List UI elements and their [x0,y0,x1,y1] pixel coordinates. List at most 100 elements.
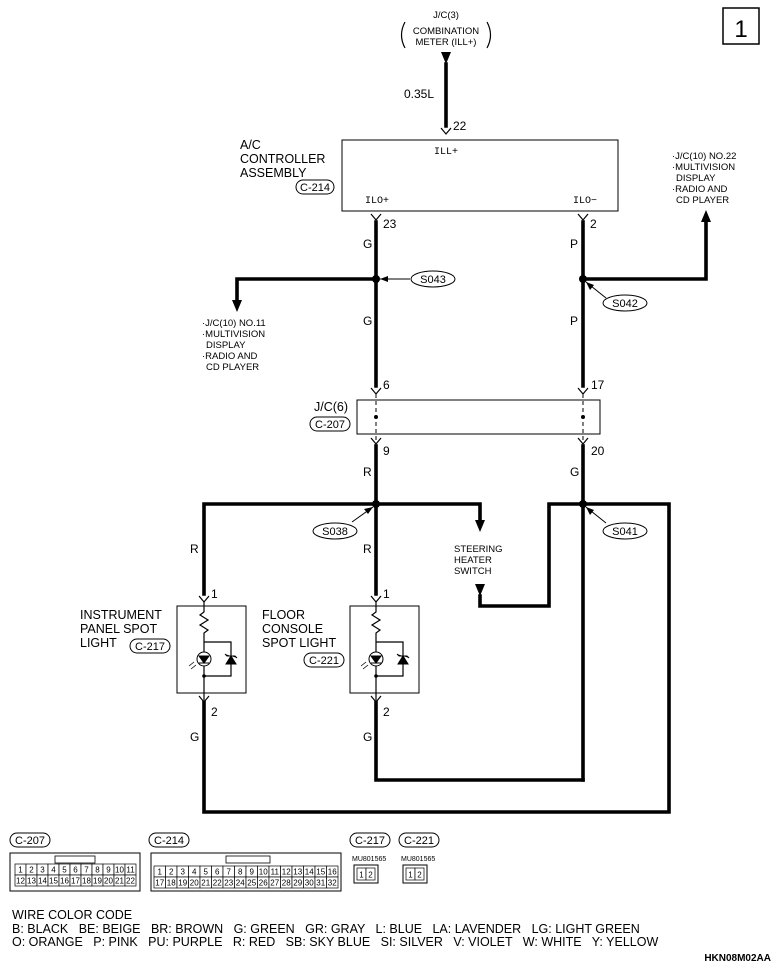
c207-cell-label: 10 [115,866,124,875]
splice-dot-s038 [372,500,380,508]
c207-cell-label: 18 [82,877,91,886]
inst-connector-label: C-217 [135,641,165,653]
c214-cell-label: 28 [282,879,291,888]
arrow-s043-branch [232,300,242,312]
connector-mark-20 [577,437,589,445]
floor-light-box [349,605,420,694]
jc6-box [356,399,601,435]
wire-size-label: 0.35L [404,87,434,101]
c214-cell-label: 11 [271,868,280,877]
c214-cell [326,876,339,889]
pin-9: 9 [383,444,390,458]
splice-oval-s041 [602,522,648,540]
pin-17: 17 [591,378,605,392]
c214-title: C-214 [154,835,184,847]
top-source-bracket-left [400,21,406,49]
c214-cell-label: 13 [293,868,302,877]
inst-light-box [176,605,247,694]
jc6-dot-right [581,415,585,419]
ref-left-line1: ·J/C(10) NO.11 [202,318,266,329]
leader-s043-arrowhead [380,276,388,282]
c214-cell-label: 6 [215,868,220,877]
pin-2-ac: 2 [590,217,597,231]
c214-cell-label: 17 [155,879,164,888]
connector-mark-2 [577,213,589,221]
c207-cell-label: 4 [51,866,56,875]
wire-color-r-2: R [190,542,199,556]
c214-cell-label: 16 [328,868,337,877]
jc6-connector-label: C-207 [315,419,345,431]
c221-cell [414,867,425,881]
c207-cell-label: 2 [29,866,34,875]
floor-label-line1: FLOOR [262,608,305,622]
c214-cell-label: 22 [213,879,222,888]
figure-code: HKN08M02AA [704,953,771,964]
floor-label-line2: CONSOLE [262,622,323,636]
c214-latch [225,855,271,864]
splice-oval-s042 [602,294,648,312]
splice-label-s043: S043 [420,274,446,286]
c217-cell-label: 2 [368,871,373,880]
wire-s043-branch [235,277,378,302]
c214-cell-label: 18 [167,879,176,888]
c214-cell-label: 27 [270,879,279,888]
floor-pin-1: 1 [383,587,390,601]
ac-connector-label: C-214 [300,182,330,194]
wire-color-r-1: R [363,465,372,479]
c214-oval [148,832,190,848]
floor-junction-bottom [374,674,378,678]
c217-cell-label: 1 [359,871,364,880]
c207-cell-label: 8 [95,866,100,875]
wire-s038-bus [202,502,482,596]
pin-22: 22 [453,119,467,133]
connector-mark-1-inst [198,595,210,603]
c214-cell-label: 25 [247,879,256,888]
jc6-connector-oval [309,416,351,432]
wire-g-floor-bottom [374,700,585,782]
c221-cell-label: 1 [408,871,413,880]
jc6-dot-left [374,415,378,419]
splice-label-s038: S038 [322,526,348,538]
c207-latch [54,855,96,864]
ac-label-line2: CONTROLLER [240,152,325,166]
steering-line1: STEERING [454,544,503,555]
splice-oval-s038 [312,522,358,540]
c214-cell-label: 21 [201,879,210,888]
c217-title: C-217 [355,835,385,847]
c214-cell-label: 20 [190,879,199,888]
arrow-ill-top [441,52,451,64]
inst-label-line2: PANEL SPOT [80,622,157,636]
ref-right-line1: ·J/C(10) NO.22 [672,151,736,162]
ac-pin-ilo-minus: ILO− [573,196,597,207]
wire-steering-return [478,502,585,608]
ref-left-line5: CD PLAYER [206,362,259,373]
top-source-line3: METER (ILL+) [416,37,477,48]
ac-controller-box [341,139,619,212]
leader-s042-arrowhead [586,282,594,290]
c214-cell-label: 29 [293,879,302,888]
splice-oval-s043 [410,270,456,288]
floor-connector-oval [303,652,345,668]
c214-cell-label: 14 [305,868,314,877]
c214-cell-label: 19 [178,879,187,888]
connector-mark-23 [370,213,382,221]
wire-color-g-floor: G [363,730,372,744]
splice-dot-s042 [579,275,587,283]
c207-cell-label: 21 [115,877,124,886]
inst-zener [224,653,238,665]
steering-line2: HEATER [454,555,492,566]
floor-resistor [370,602,382,642]
inst-junction-bottom [202,674,206,678]
c207-cell-label: 5 [62,866,67,875]
c214-cell-label: 12 [282,868,291,877]
connector-mark-22 [440,127,452,135]
ac-label-line1: A/C [240,138,261,152]
c207-cell-label: 15 [49,877,58,886]
floor-led-rays [360,661,369,670]
c207-cell-label: 6 [73,866,78,875]
ac-pin-ill: ILL+ [434,147,458,158]
